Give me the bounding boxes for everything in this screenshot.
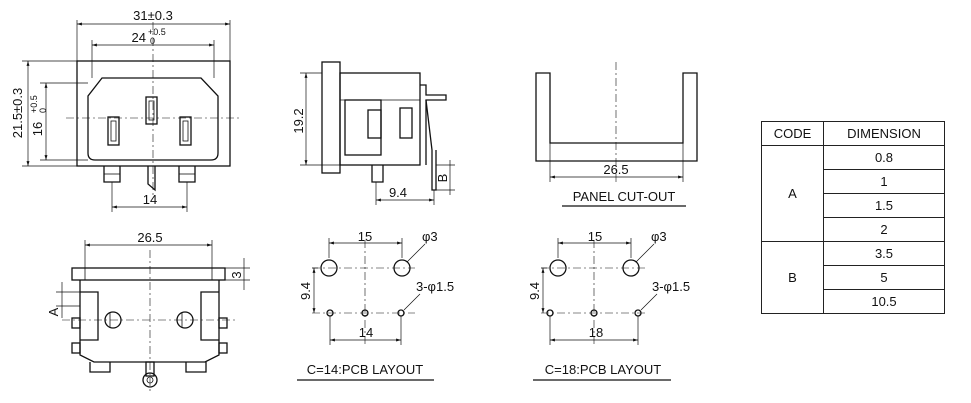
dimension-value: 1.5	[823, 193, 945, 218]
side-body	[339, 72, 421, 166]
bottom-body	[79, 280, 220, 363]
dim-overall-height: 21.5±0.3	[10, 88, 25, 139]
dim-flange-thickness: 3	[229, 271, 244, 278]
pcb-layout-18: 15 φ3 9.4 3-φ1.5 18 C=18:PCB LAYOUT	[527, 229, 690, 381]
code-a: A	[761, 145, 824, 242]
panel-cutout-outline	[535, 72, 698, 162]
table-header-row: CODE DIMENSION	[761, 121, 945, 146]
side-clip	[420, 84, 447, 165]
pcb18-hole-right	[622, 259, 640, 277]
dimension-value: 10.5	[823, 289, 945, 314]
front-pin-earth	[145, 96, 158, 125]
table-row: A 0.8	[761, 145, 945, 242]
dim-a: A	[46, 307, 61, 316]
pcb14-hole-left	[320, 259, 338, 277]
front-pin-right	[179, 116, 192, 146]
dim-pin-span: 14	[143, 192, 157, 207]
front-outer-body	[76, 60, 231, 167]
pcb14-hole-spacing: 15	[358, 229, 372, 244]
pcb14-small-holes: 3-φ1.5	[416, 279, 454, 294]
front-view: 31±0.3 24 +0.5 0 21.5±0.3 16 +0.5 0 14	[10, 8, 240, 212]
pcb14-pin-center	[361, 309, 369, 317]
dim-inner-height-tol-lower: 0	[38, 108, 48, 113]
dimension-value: 1	[823, 169, 945, 194]
front-pin-left	[107, 116, 120, 146]
dim-inner-width-tol-upper: +0.5	[148, 27, 166, 37]
pcb18-row-spacing: 9.4	[527, 282, 542, 300]
pcb-layout-14: 15 φ3 9.4 3-φ1.5 14 C=14:PCB LAYOUT	[297, 229, 454, 381]
header-dimension: DIMENSION	[823, 121, 945, 146]
dim-inner-height-tol-upper: +0.5	[29, 95, 39, 113]
front-socket-opening	[87, 77, 219, 161]
pcb18-hole-spacing: 15	[588, 229, 602, 244]
front-terminal-earth	[147, 166, 156, 192]
dim-inner-width: 24	[132, 30, 146, 45]
pcb14-pin-spacing: 14	[359, 325, 373, 340]
side-pin-b	[425, 99, 437, 191]
dim-inner-width-tol-lower: 0	[150, 36, 155, 46]
pcb14-hole-right	[393, 259, 411, 277]
pcb14-caption: C=14:PCB LAYOUT	[307, 362, 424, 377]
pcb18-small-holes: 3-φ1.5	[652, 279, 690, 294]
dim-overall-width: 31±0.3	[133, 8, 173, 23]
side-pin	[371, 165, 384, 183]
bottom-flange	[71, 267, 226, 281]
dim-pin-b: B	[435, 174, 450, 183]
bottom-view: 26.5 3 A	[46, 230, 250, 392]
table-row: 5	[762, 265, 945, 290]
header-code: CODE	[761, 121, 824, 146]
dimension-value: 5	[823, 265, 945, 290]
code-b: B	[761, 241, 824, 314]
pcb18-large-hole: φ3	[651, 229, 667, 244]
dim-pin-offset: 9.4	[389, 185, 407, 200]
pcb14-row-spacing: 9.4	[298, 282, 313, 300]
dim-inner-height: 16	[30, 122, 45, 136]
dim-side-height: 19.2	[291, 108, 306, 133]
dimension-code-table: CODE DIMENSION A 0.8 1 1.5 2 B 3.5 5 10.…	[761, 121, 945, 314]
dim-bottom-width: 26.5	[137, 230, 162, 245]
panel-cutout-view: 26.5 PANEL CUT-OUT	[535, 62, 698, 207]
side-flange	[321, 61, 341, 174]
table-row: 10.5	[762, 289, 945, 314]
dimension-value: 0.8	[823, 145, 945, 170]
panel-cutout-caption: PANEL CUT-OUT	[573, 189, 676, 204]
pcb18-hole-left	[549, 259, 567, 277]
pcb18-caption: C=18:PCB LAYOUT	[545, 362, 662, 377]
side-view: 19.2 9.4 B	[291, 61, 455, 205]
table-row: B 3.5	[761, 241, 945, 314]
dim-cutout-width: 26.5	[603, 162, 628, 177]
dimension-value: 3.5	[823, 241, 945, 266]
pcb14-large-hole: φ3	[422, 229, 438, 244]
dimension-value: 2	[823, 217, 945, 242]
pcb18-pin-spacing: 18	[589, 325, 603, 340]
pcb18-pin-center	[590, 309, 598, 317]
